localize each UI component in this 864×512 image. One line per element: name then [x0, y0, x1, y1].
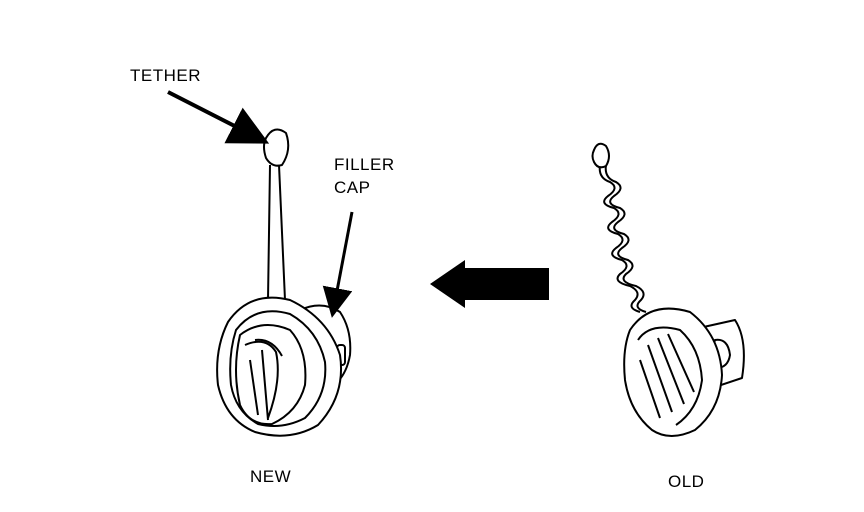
replacement-arrow: [430, 260, 549, 308]
old-label: OLD: [668, 472, 705, 491]
filler-cap-pointer: [322, 211, 354, 318]
tether-pointer: [167, 90, 270, 144]
filler-cap-label-line2: CAP: [334, 178, 371, 197]
old-filler-cap: [591, 142, 745, 437]
filler-cap-label-line1: FILLER: [334, 155, 395, 174]
tether-label: TETHER: [130, 66, 201, 85]
new-label: NEW: [250, 467, 292, 486]
new-filler-cap: [216, 128, 352, 437]
